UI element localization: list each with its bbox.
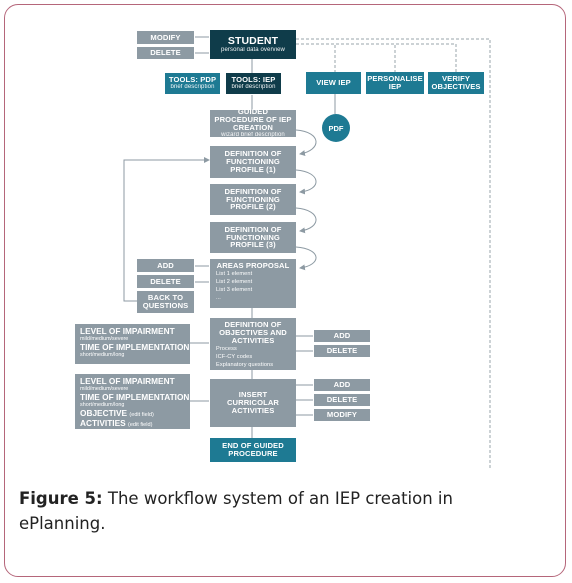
insert-modify-button[interactable]: MODIFY [314,409,370,421]
areas-list-item[interactable]: List 1 element [216,270,253,277]
end-label: END OF GUIDED PROCEDURE [222,441,284,458]
loop-4 [295,246,317,271]
impairment-options: mild/medium/severe [80,385,129,392]
areas-list-item[interactable]: List 2 element [216,278,253,285]
profile-1-box[interactable]: DEFINITION OF FUNCTIONING PROFILE (1) [210,146,296,178]
modify-student-button[interactable]: MODIFY [137,31,194,44]
profile-1-label: DEFINITION OF FUNCTIONING PROFILE (1) [224,149,282,174]
definition-list-item: Process [216,345,237,352]
areas-list-item[interactable]: List 3 element [216,286,253,293]
personalise-iep-button[interactable]: PERSONALISE IEP [366,72,424,94]
profile-2-label: DEFINITION OF FUNCTIONING PROFILE (2) [224,186,282,212]
pdf-icon[interactable]: PDF [322,114,350,142]
modify-label: MODIFY [150,32,181,42]
insert-add-button[interactable]: ADD [314,379,370,391]
caption-label: Figure 5: [19,489,103,508]
tools-iep-title: TOOLS: IEP [231,75,276,85]
loop-1 [295,129,317,157]
back-to-questions-button[interactable]: BACK TO QUESTIONS [137,291,194,313]
definition-add-button[interactable]: ADD [314,330,370,342]
add-label: ADD [333,331,351,341]
loop-3 [295,207,317,234]
objective-edit-field[interactable]: (edit field) [129,412,154,419]
insert-curricolar-box[interactable]: INSERT CURRICOLAR ACTIVITIES [210,379,296,427]
activities-label: ACTIVITIES [80,418,126,429]
areas-list-item: ... [216,294,221,301]
areas-list: List 1 element List 2 element List 3 ele… [210,270,252,302]
definition-delete-button[interactable]: DELETE [314,345,370,357]
tools-pdp-box[interactable]: TOOLS: PDP brief description [165,73,220,94]
verify-objectives-label: VERIFY OBJECTIVES [431,74,481,91]
profile-2-box[interactable]: DEFINITION OF FUNCTIONING PROFILE (2) [210,184,296,215]
dashed-line-view [296,43,336,72]
definition-objectives-box: DEFINITION OF OBJECTIVES AND ACTIVITIES … [210,318,296,370]
level-of-impairment-label: LEVEL OF IMPAIRMENT [80,326,175,336]
view-iep-label: VIEW IEP [316,78,351,88]
insert-curricolar-label: INSERT CURRICOLAR ACTIVITIES [226,390,280,415]
level-panel-2[interactable]: LEVEL OF IMPAIRMENT mild/medium/severe T… [75,374,190,429]
definition-objectives-title: DEFINITION OF OBJECTIVES AND ACTIVITIES [219,320,287,345]
back-to-questions-label: BACK TO QUESTIONS [142,293,189,310]
areas-proposal-title: AREAS PROPOSAL [216,261,290,270]
add-label: ADD [333,380,351,390]
time-options: short/medium/long [80,351,125,358]
dashed-line-personalise [296,43,396,72]
dashed-line-right [296,38,491,468]
add-label: ADD [157,260,174,270]
personalise-iep-label: PERSONALISE IEP [367,74,423,91]
view-iep-button[interactable]: VIEW IEP [306,72,361,94]
definition-list-item: Explanatory questions [216,361,274,368]
delete-label: DELETE [326,346,358,356]
objective-label: OBJECTIVE [80,408,128,419]
areas-add-button[interactable]: ADD [137,259,194,272]
delete-label: DELETE [326,395,358,405]
level-panel-1[interactable]: LEVEL OF IMPAIRMENT mild/medium/severe T… [75,324,190,364]
verify-objectives-button[interactable]: VERIFY OBJECTIVES [428,72,484,94]
delete-student-button[interactable]: DELETE [137,47,194,59]
student-subtitle: personal data overview [221,46,285,53]
student-title: STUDENT [227,34,279,47]
guided-procedure-title: GUIDED PROCEDURE OF IEP CREATION [214,107,292,133]
definition-list-item: ICF-CY codes [216,353,253,360]
areas-proposal-box: AREAS PROPOSAL List 1 element List 2 ele… [210,259,296,308]
guided-procedure-subtitle: wizard brief description [221,132,285,139]
dashed-line-verify [296,43,457,72]
areas-delete-button[interactable]: DELETE [137,275,194,288]
pdf-label: PDF [328,123,344,133]
delete-label: DELETE [150,48,181,58]
tools-iep-box[interactable]: TOOLS: IEP brief description [226,73,281,94]
delete-label: DELETE [150,276,181,286]
tools-pdp-subtitle: brief description [170,84,215,91]
level-of-impairment-label: LEVEL OF IMPAIRMENT [80,376,175,386]
time-of-implementation-label: TIME OF IMPLEMENTATION [80,392,190,403]
tools-pdp-title: TOOLS: PDP [168,75,217,85]
modify-label: MODIFY [326,410,358,420]
end-of-guided-procedure-box: END OF GUIDED PROCEDURE [210,438,296,462]
profile-3-label: DEFINITION OF FUNCTIONING PROFILE (3) [224,224,282,250]
profile-3-box[interactable]: DEFINITION OF FUNCTIONING PROFILE (3) [210,222,296,253]
time-options: short/medium/long [80,401,125,408]
student-box[interactable]: STUDENT personal data overview [210,30,296,59]
time-of-implementation-label: TIME OF IMPLEMENTATION [80,342,190,353]
figure-caption: Figure 5: The workflow system of an IEP … [19,486,499,536]
impairment-options: mild/medium/severe [80,335,129,342]
caption-text: The workflow system of an IEP creation i… [19,489,453,533]
tools-iep-subtitle: brief description [231,84,276,91]
insert-delete-button[interactable]: DELETE [314,394,370,406]
activities-edit-field[interactable]: (edit field) [127,422,153,429]
guided-procedure-box: GUIDED PROCEDURE OF IEP CREATION wizard … [210,107,296,139]
definition-list: Process ICF-CY codes Explanatory questio… [210,345,273,369]
loop-2 [295,169,317,195]
